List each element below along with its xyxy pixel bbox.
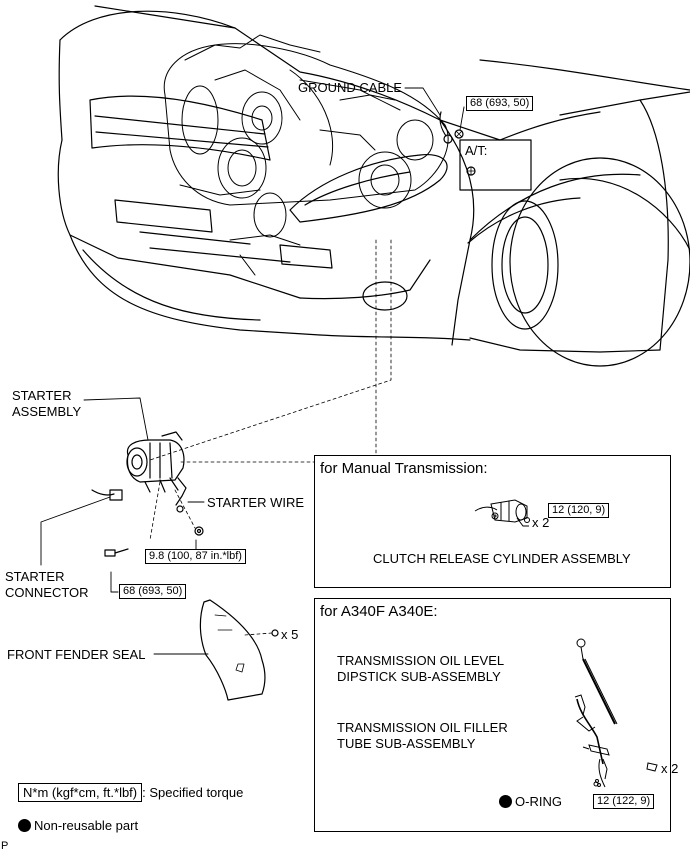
torque-unit-box: N*m (kgf*cm, ft.*lbf) xyxy=(18,783,143,802)
ground-cable-label: GROUND CABLE xyxy=(298,80,403,95)
filler-quantity-label: x 2 xyxy=(661,761,679,776)
starter-connector-label: STARTER CONNECTOR xyxy=(5,569,89,600)
filler-bolt-torque-box: 12 (122, 9) xyxy=(593,794,655,809)
front-fender-seal xyxy=(199,599,279,701)
fender-quantity-label: x 5 xyxy=(281,627,299,642)
nonreusable-legend-text: Non-reusable part xyxy=(34,818,139,833)
clutch-cylinder-label: CLUTCH RELEASE CYLINDER ASSEMBLY xyxy=(373,551,631,566)
non-reusable-legend-icon xyxy=(18,819,31,832)
corner-mark: P xyxy=(1,840,9,852)
starter-assembly-label: STARTER ASSEMBLY xyxy=(12,388,82,419)
manual-panel-title: for Manual Transmission: xyxy=(320,460,488,477)
ground-torque-box: 68 (693, 50) xyxy=(466,96,534,111)
manual-transmission-panel: for Manual Transmission: 12 (120, 9) x 2… xyxy=(314,455,671,588)
clutch-bolt-torque-box: 12 (120, 9) xyxy=(548,503,610,518)
torque-legend: N*m (kgf*cm, ft.*lbf): Specified torque xyxy=(18,783,244,802)
clutch-quantity-label: x 2 xyxy=(532,515,550,530)
filler-tube-label: TRANSMISSION OIL FILLER TUBE SUB-ASSEMBL… xyxy=(337,720,508,751)
torque-legend-desc: : Specified torque xyxy=(142,785,244,800)
engine xyxy=(163,34,449,276)
oil-dipstick-drawing xyxy=(574,638,658,788)
non-reusable-dot-icon xyxy=(499,795,512,808)
at-inset-box xyxy=(459,139,532,191)
starter-assembly xyxy=(91,431,204,557)
clutch-cylinder-drawing xyxy=(474,499,530,527)
o-ring-label: O-RING xyxy=(499,794,562,810)
a340-panel: for A340F A340E: TRANSMISSION OIL LEVEL … xyxy=(314,598,678,832)
a340-panel-title: for A340F A340E: xyxy=(320,603,438,620)
vehicle-body xyxy=(57,5,690,367)
starter-bolt-torque-box: 68 (693, 50) xyxy=(119,584,187,599)
front-fender-seal-label: FRONT FENDER SEAL xyxy=(7,647,146,662)
starter-wire-label: STARTER WIRE xyxy=(207,495,305,510)
ground-cable xyxy=(439,111,464,144)
terminal-nut-torque-box: 9.8 (100, 87 in.*lbf) xyxy=(145,549,246,564)
at-label: A/T: xyxy=(465,143,488,158)
o-ring-text: O-RING xyxy=(515,794,562,809)
nonreusable-legend: Non-reusable part xyxy=(18,818,138,834)
dipstick-label: TRANSMISSION OIL LEVEL DIPSTICK SUB-ASSE… xyxy=(337,653,505,684)
